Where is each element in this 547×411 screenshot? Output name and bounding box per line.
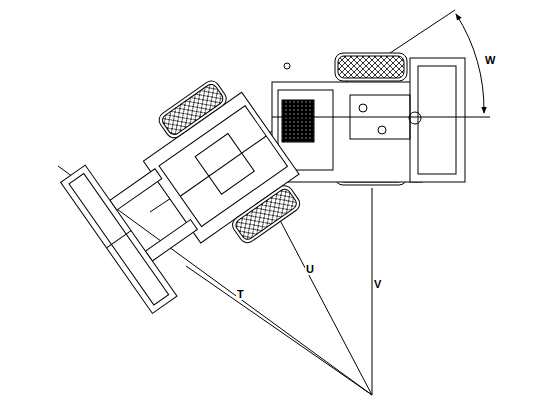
dimension-label: U [305, 263, 315, 275]
dimension-label: T [236, 288, 245, 300]
dimension-label: W [484, 54, 496, 66]
rear-frame [272, 53, 465, 185]
front-frame [61, 68, 317, 314]
dimension-lines [58, 10, 490, 395]
dimension-label: V [373, 278, 382, 290]
